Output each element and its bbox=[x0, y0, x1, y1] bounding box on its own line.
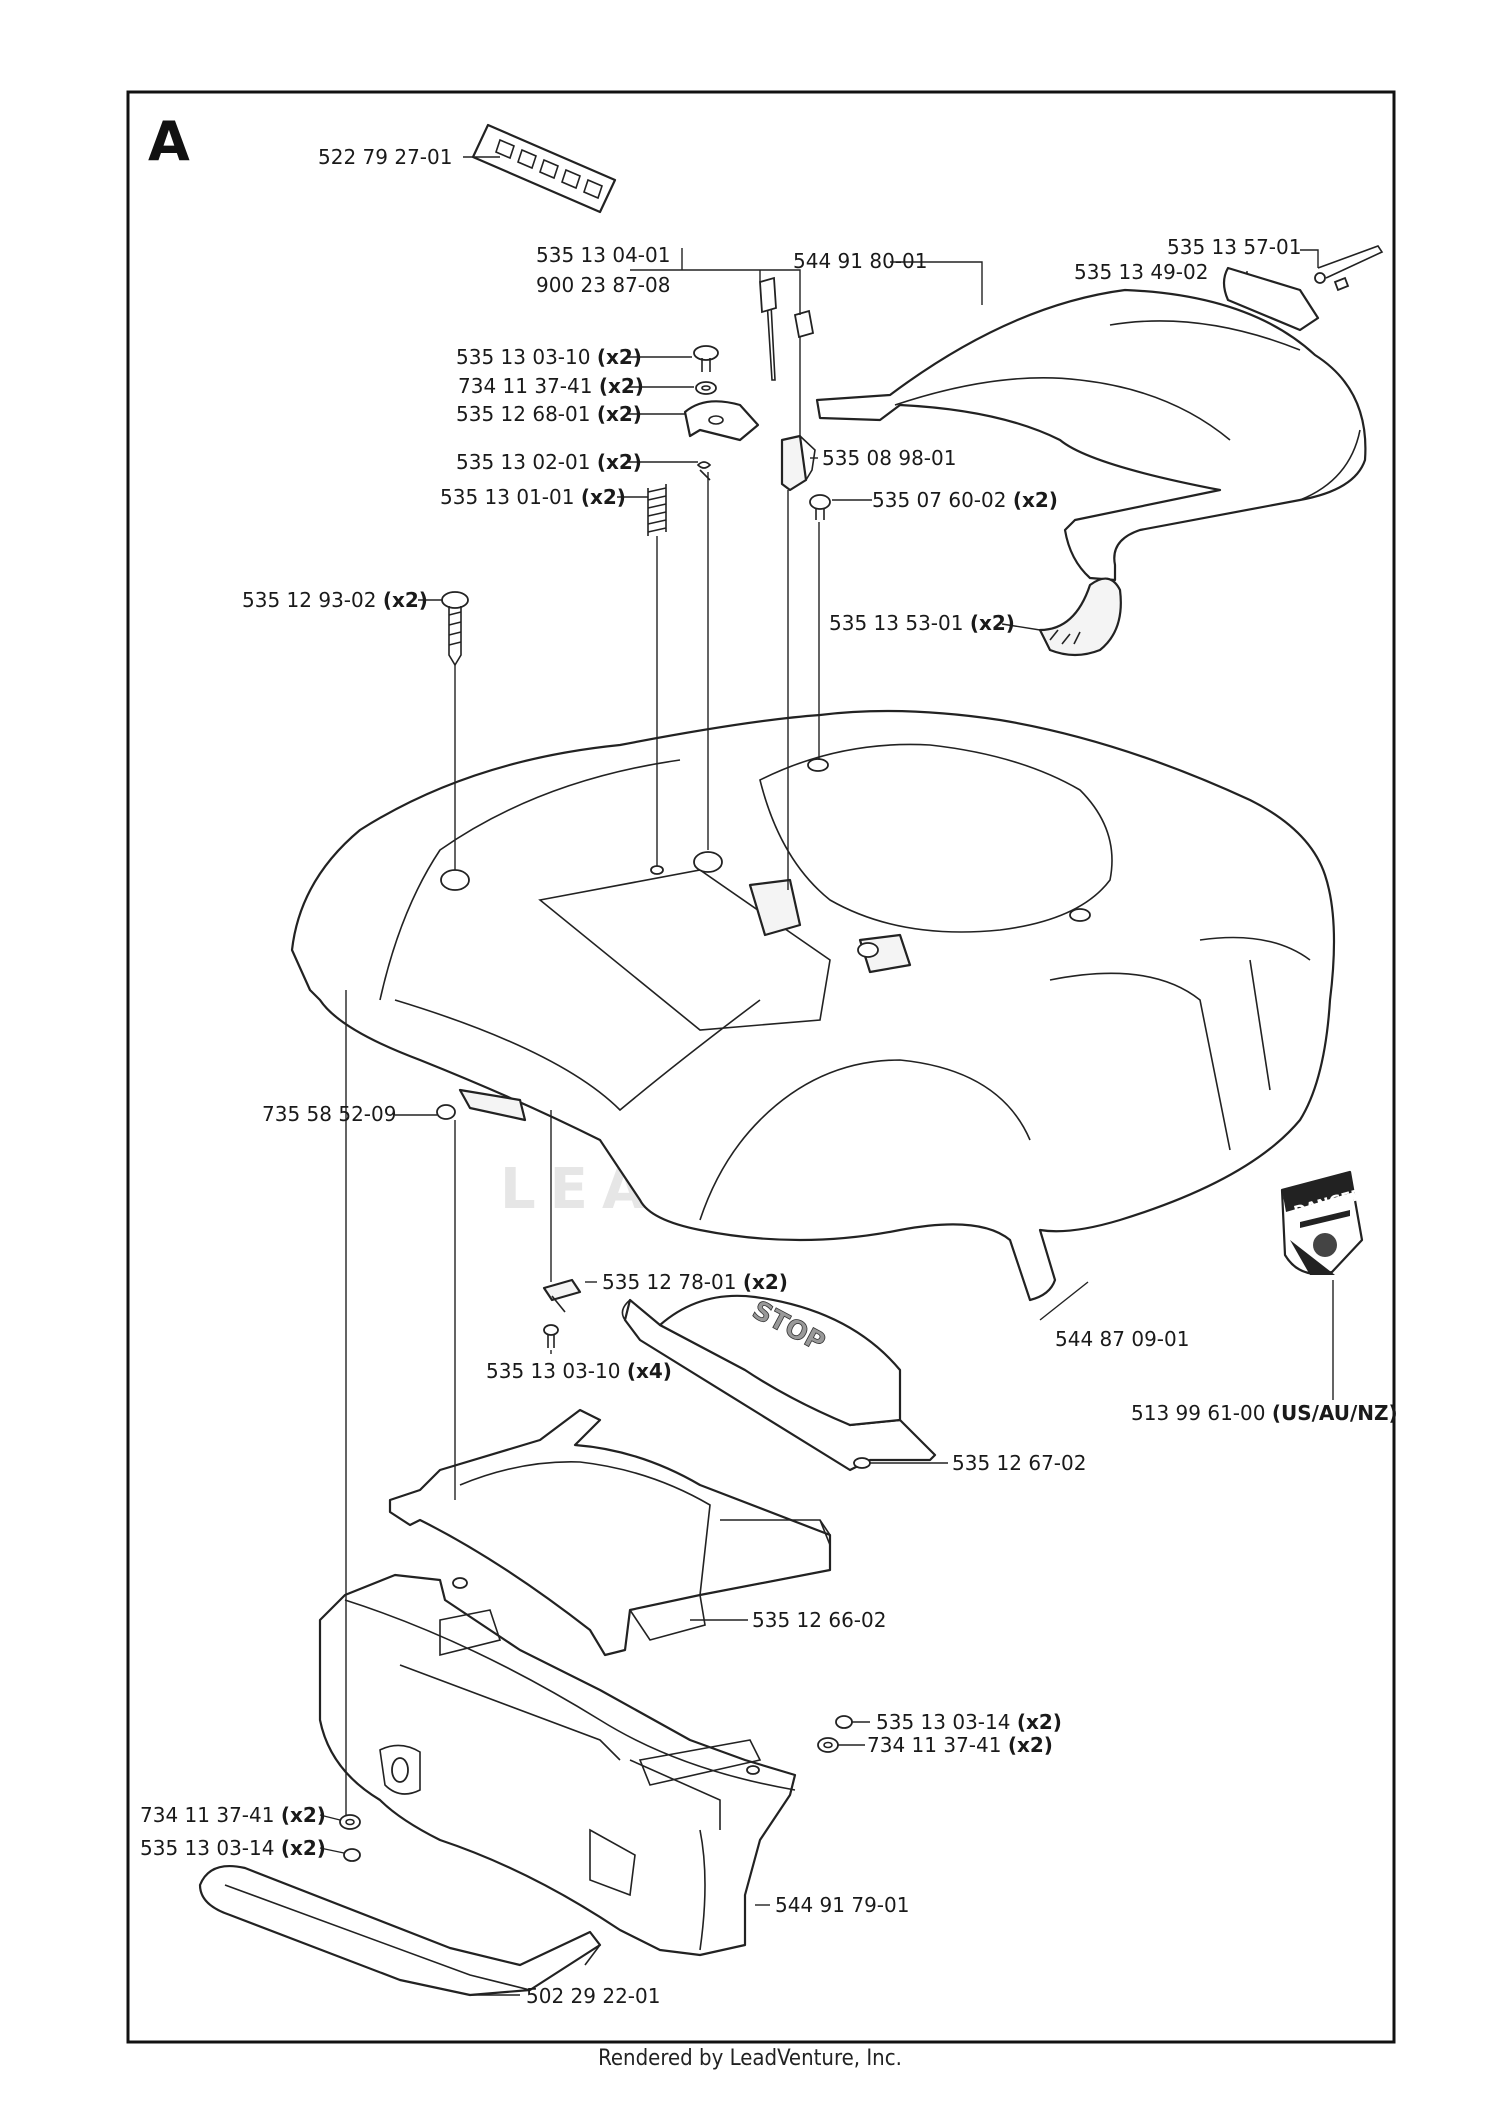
danger-decal-icon: DANGER bbox=[1280, 1170, 1365, 1276]
label-522-79-27-01: 522 79 27-01 bbox=[318, 145, 452, 169]
label-535-13-57-01: 535 13 57-01 bbox=[1167, 235, 1301, 259]
label-544-91-80-01: 544 91 80-01 bbox=[793, 249, 927, 273]
stop-button-icon: STOP bbox=[621, 1294, 937, 1472]
label-734-11-37-41-top: 734 11 37-41 (x2) bbox=[458, 374, 644, 398]
label-734-11-37-41-left: 734 11 37-41 (x2) bbox=[140, 1803, 326, 1827]
label-513-99-61-00: 513 99 61-00 (US/AU/NZ) bbox=[1131, 1401, 1398, 1425]
top-lid bbox=[815, 288, 1367, 582]
inner-cover bbox=[388, 1408, 832, 1657]
section-label: A bbox=[148, 110, 190, 173]
label-502-29-22-01: 502 29 22-01 bbox=[526, 1984, 660, 2008]
lid-latch bbox=[1222, 245, 1384, 332]
spring bbox=[647, 484, 667, 536]
lid-hinge bbox=[1038, 577, 1122, 657]
label-535-12-68-01: 535 12 68-01 (x2) bbox=[456, 402, 642, 426]
footer-credit: Rendered by LeadVenture, Inc. bbox=[598, 2046, 902, 2071]
label-535-13-53-01: 535 13 53-01 (x2) bbox=[829, 611, 1015, 635]
label-900-23-87-08: 900 23 87-08 bbox=[536, 273, 670, 297]
label-735-58-52-09: 735 58 52-09 bbox=[262, 1102, 396, 1126]
label-535-13-02-01: 535 13 02-01 (x2) bbox=[456, 450, 642, 474]
label-535-08-98-01: 535 08 98-01 bbox=[822, 446, 956, 470]
label-535-13-03-14-left: 535 13 03-14 (x2) bbox=[140, 1836, 326, 1860]
cable-tie bbox=[759, 276, 815, 381]
side-screws-right bbox=[817, 1715, 853, 1753]
label-535-12-93-02: 535 12 93-02 (x2) bbox=[242, 588, 428, 612]
diagram-frame bbox=[126, 90, 1396, 2044]
label-535-13-03-14-right: 535 13 03-14 (x2) bbox=[876, 1710, 1062, 1734]
label-535-12-78-01: 535 12 78-01 (x2) bbox=[602, 1270, 788, 1294]
label-535-12-66-02: 535 12 66-02 bbox=[752, 1608, 886, 1632]
label-544-91-79-01: 544 91 79-01 bbox=[775, 1893, 909, 1917]
label-535-12-67-02: 535 12 67-02 bbox=[952, 1451, 1086, 1475]
label-535-13-01-01: 535 13 01-01 (x2) bbox=[440, 485, 626, 509]
washer-nut bbox=[436, 1088, 527, 1122]
front-bumper-body bbox=[318, 1573, 797, 1957]
label-535-13-03-10-x4: 535 13 03-10 (x4) bbox=[486, 1359, 672, 1383]
carry-handle bbox=[198, 1864, 602, 1997]
connector bbox=[780, 434, 816, 492]
label-535-13-04-01: 535 13 04-01 bbox=[536, 243, 670, 267]
label-535-13-49-02: 535 13 49-02 bbox=[1074, 260, 1208, 284]
clip-and-screw bbox=[542, 1278, 582, 1348]
label-544-87-09-01: 544 87 09-01 bbox=[1055, 1327, 1189, 1351]
main-body-shell bbox=[290, 709, 1336, 1302]
leader-lines bbox=[319, 156, 1334, 1996]
warning-decal-icon bbox=[471, 123, 617, 214]
side-screws-left bbox=[339, 1814, 361, 1862]
label-535-07-60-02: 535 07 60-02 (x2) bbox=[872, 488, 1058, 512]
label-535-13-03-10-x2: 535 13 03-10 (x2) bbox=[456, 345, 642, 369]
label-734-11-37-41-right: 734 11 37-41 (x2) bbox=[867, 1733, 1053, 1757]
upper-hardware bbox=[683, 345, 760, 481]
long-screw bbox=[441, 591, 469, 667]
part-labels: 522 79 27-01 535 13 04-01 900 23 87-08 5… bbox=[140, 145, 1398, 2008]
small-screw bbox=[809, 494, 831, 520]
